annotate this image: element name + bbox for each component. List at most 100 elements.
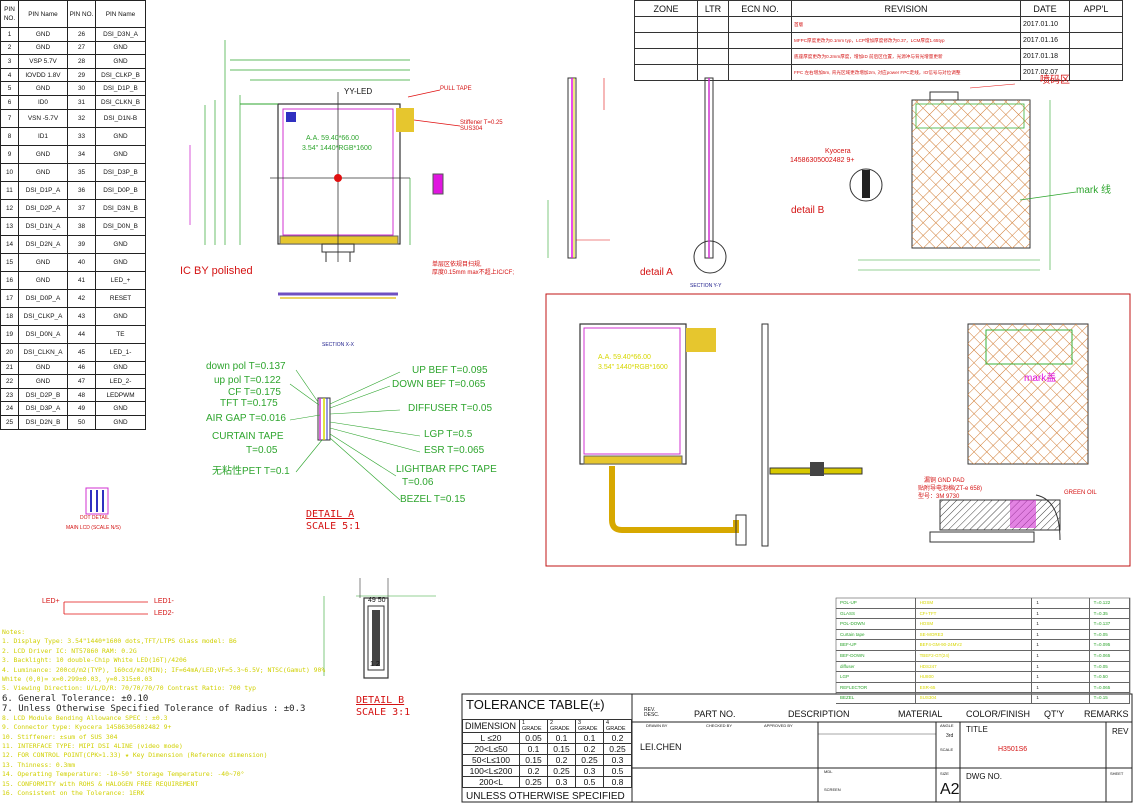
tolerance-cell: 0.05 xyxy=(519,732,548,744)
bom-cell: T=0.35 xyxy=(1090,608,1131,619)
note-line: 3. Backlight: 10 double-Chip White LED(1… xyxy=(2,656,187,665)
tolerance-cell: 0.2 xyxy=(547,754,576,766)
dot-detail-sub: MAIN LCD (SCALE N/S) xyxy=(66,525,121,531)
detail-b-pin-bottom: 1 2 xyxy=(370,661,380,668)
detail-a-geometry xyxy=(289,369,421,501)
bom-cell: BEZEL xyxy=(836,693,916,703)
note-line: 5. Viewing Direction: U/L/D/R: 70/70/70/… xyxy=(2,684,256,693)
bom-cell: HOSM xyxy=(916,619,1033,629)
pin-name: GND xyxy=(95,414,146,430)
dot-detail-label: DOT DETAIL xyxy=(80,515,109,521)
bom-cell: 1 xyxy=(1032,640,1090,650)
pin-table-header: PIN NO. PIN Name PIN NO. PIN Name xyxy=(0,0,146,28)
revision-row: MFPC厚度更改为0.1mm typ，LCP增加厚度修改为0.37，LCM厚度1… xyxy=(634,32,1123,49)
bom-cell: CF+TFT xyxy=(916,608,1033,619)
detail-a-layer-label: T=0.05 xyxy=(246,445,278,456)
bom-cell: 1 xyxy=(1032,598,1090,608)
bom-cell: T=0.122 xyxy=(1090,598,1131,608)
led1-label: LED1- xyxy=(154,598,174,605)
bom-cell: HOSM xyxy=(916,598,1033,608)
bom-cell: T=0.05 xyxy=(1090,629,1131,640)
bom-cell: T=0.065 xyxy=(1090,650,1131,661)
pin-name: DSI_CLKN_A xyxy=(18,342,68,362)
note-line: 15. CONFORMITY with ROHS & HALOGEN FREE … xyxy=(2,779,199,788)
tolerance-cell: 0.15 xyxy=(519,754,548,766)
bom-cell: T=0.05 xyxy=(1090,661,1131,672)
title-label: TITLE xyxy=(966,725,988,734)
mark-line-label: mark 线 xyxy=(1076,185,1111,196)
note-line: 8. LCD Module Bending Allowance SPEC : ±… xyxy=(2,713,168,722)
bom-cell: 1 xyxy=(1032,682,1090,693)
detail-a-layer-label: TFT T=0.175 xyxy=(220,398,278,409)
scale-label: SCALE xyxy=(940,747,954,752)
detail-b-geometry xyxy=(323,578,436,679)
size-value: A2 xyxy=(940,781,960,798)
bom-cell: T=0.065 xyxy=(1090,682,1131,693)
tolerance-cell: 0.2 xyxy=(519,765,548,777)
tolerance-cell: 50<L≤100 xyxy=(462,754,520,766)
bom-cell: BEF4-GM-90-24MV2 xyxy=(916,640,1033,650)
bom-cell: HU800 xyxy=(916,672,1033,682)
tolerance-footer: UNLESS OTHERWISE SPECIFIED xyxy=(466,791,625,802)
ic-note-line1: 单层区依规目扫规, xyxy=(432,262,482,268)
bom-cell: 1 xyxy=(1032,661,1090,672)
bom-cell: T=0.15 xyxy=(1090,693,1131,703)
header-pin-name: PIN Name xyxy=(18,0,68,28)
tolerance-cell: 0.8 xyxy=(603,776,632,788)
detail-a-layer-label: LIGHTBAR FPC TAPE xyxy=(396,464,497,475)
angle-label: ANGLE xyxy=(940,723,954,728)
note-line: 10. Stiffener: ±sum of SUS 304 xyxy=(2,732,118,741)
tolerance-cell: 0.5 xyxy=(575,776,604,788)
front-view-geometry xyxy=(189,40,461,299)
bom-cell: TBEF2-GT(24) xyxy=(916,650,1033,661)
note-line: 2. LCD Driver IC: NT57860 RAM: 0.2G xyxy=(2,646,137,655)
tolerance-header-cell: DIMENSION xyxy=(462,719,520,733)
tolerance-cell: 0.1 xyxy=(575,732,604,744)
mdl-label: MDL xyxy=(824,769,833,774)
bom-cell: BEF-DOWN xyxy=(836,650,916,661)
tolerance-header-cell: 3 GRADE xyxy=(575,719,604,733)
detail-a-callout: detail A xyxy=(640,267,673,278)
drawer-name: LEI.CHEN xyxy=(640,742,682,752)
bom-cell: T=0.095 xyxy=(1090,640,1131,650)
bom-cell: POL-UP xyxy=(836,598,916,608)
mark-box-label: mark盖 xyxy=(1024,373,1057,384)
sheet-label: SHEET xyxy=(1110,771,1124,776)
header-pin-no-2: PIN NO. xyxy=(67,0,96,28)
bom-cell: 1 xyxy=(1032,629,1090,640)
tolerance-cell: L ≤20 xyxy=(462,732,520,744)
front-view-resolution: 3.54" 1440*RGB*1600 xyxy=(302,145,372,152)
bom-cell: POL-DOWN xyxy=(836,619,916,629)
front-view-aa: A.A. 59.40*66.00 xyxy=(306,135,359,142)
pin-name: GND xyxy=(95,54,146,69)
note-line: 16. Consistent on the Tolerance: 1ERK xyxy=(2,789,145,798)
bom-cell: ESR-65 xyxy=(916,682,1033,693)
green-oil-label: GREEN OIL xyxy=(1064,490,1097,496)
note-line: 14. Operating Temperature: -10~50° Stora… xyxy=(2,770,245,779)
pin-number: 20 xyxy=(0,342,19,362)
pin-name: LED_1- xyxy=(95,342,146,362)
tolerance-header-cell: 1 GRADE xyxy=(519,719,548,733)
gnd-pad-note-3: 型号：3M 9730 xyxy=(918,494,960,500)
section-yy-label: SECTION Y-Y xyxy=(690,283,722,289)
tolerance-cell: 0.5 xyxy=(603,765,632,777)
dot-detail-geometry xyxy=(85,487,109,515)
